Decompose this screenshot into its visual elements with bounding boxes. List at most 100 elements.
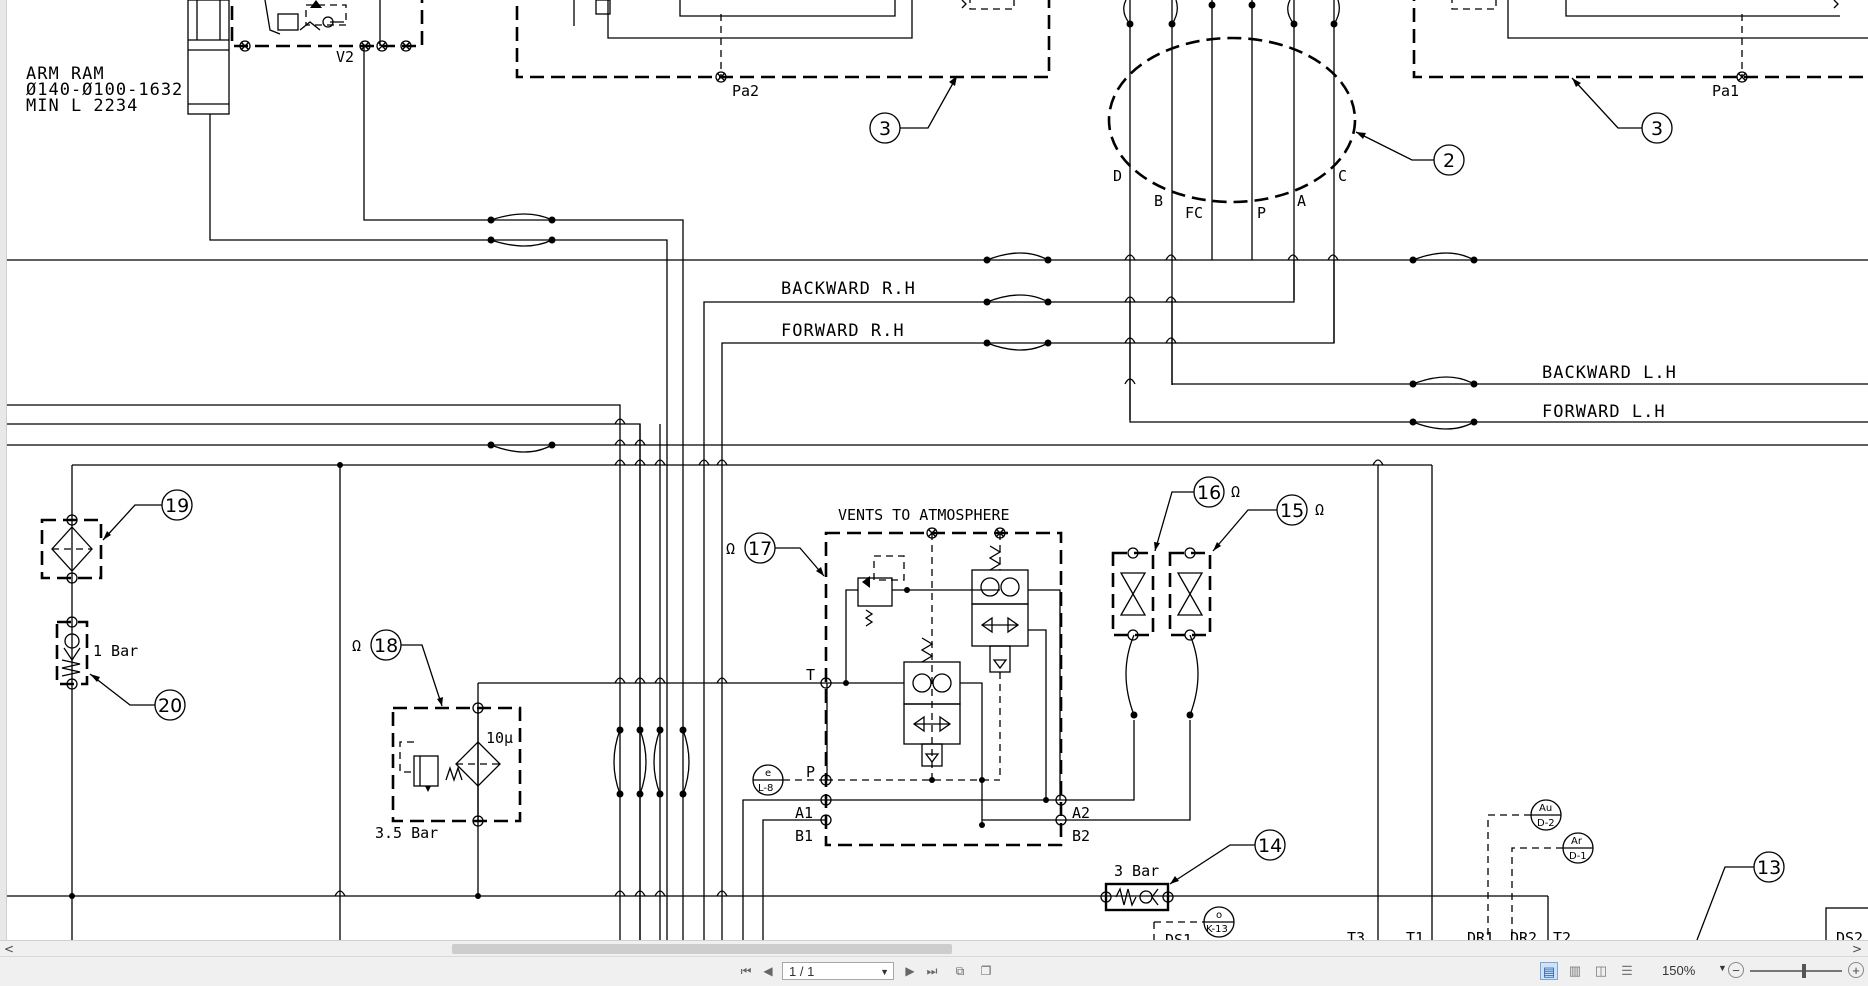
single-page-view-icon[interactable]: ▤ [1540,962,1558,980]
zoom-slider-thumb[interactable] [1802,964,1806,978]
svg-text:16: 16 [1197,482,1221,504]
copy-view-icon[interactable]: ❐ [980,964,992,978]
filter-3-5bar-label: 3.5 Bar [375,824,438,842]
check-valve-20 [55,616,89,690]
svg-text:Ω: Ω [1231,483,1240,501]
port-b2-label: B2 [1072,827,1090,845]
port-a1-label: A1 [795,804,813,822]
ref-d2: Au D-2 [1487,799,1562,940]
valve-enclosure-pa2 [515,0,1051,79]
zoom-out-icon[interactable]: − [1728,962,1744,978]
rotary-joint [1107,0,1357,420]
svg-text:15: 15 [1280,500,1304,522]
callout-15: 15 Ω [1212,494,1324,552]
svg-text:18: 18 [374,635,398,657]
callout-3-left: 3 [869,75,958,144]
svg-text:20: 20 [158,695,182,717]
top-left-valve-block [230,0,424,48]
t3-label: T3 [1347,929,1365,940]
horizontal-scrollbar[interactable]: < > [0,940,1868,957]
svg-text:L-8: L-8 [758,783,773,794]
svg-text:D-1: D-1 [1569,851,1587,862]
ds1-label: DS1 [1165,931,1192,940]
zoom-dropdown-icon[interactable]: ▼ [1718,963,1727,973]
port-c-label: C [1338,167,1347,185]
svg-text:K-13: K-13 [1206,924,1228,935]
svg-text:14: 14 [1258,835,1282,857]
vents-label: VENTS TO ATMOSPHERE [838,506,1010,524]
arm-ram-length: MIN L 2234 [26,96,138,116]
svg-text:3: 3 [879,118,891,140]
pa1-label: Pa1 [1712,82,1739,100]
callout-19: 19 [102,489,193,541]
callout-16: 16 Ω [1154,476,1240,552]
shuttle-valve-16 [1111,547,1155,641]
vertical-scroll-strip[interactable] [0,0,7,940]
ref-d1: Ar D-1 [1511,832,1594,940]
callout-17: 17 Ω [726,532,825,577]
callout-13: 13 [1696,851,1785,940]
page-selector[interactable]: 1 / 1 ▼ [782,962,894,980]
svg-text:Ω: Ω [1315,501,1324,519]
zoom-slider[interactable] [1750,970,1842,972]
forward-lh-label: FORWARD L.H [1542,402,1666,422]
backward-rh-label: BACKWARD R.H [781,279,916,299]
backward-lh-label: BACKWARD L.H [1542,363,1677,383]
zoom-level[interactable]: 150% [1662,963,1696,978]
port-b-label: B [1154,192,1163,210]
callout-2: 2 [1355,131,1465,176]
v2-label: V2 [336,48,354,66]
control-valve-17 [820,527,1067,847]
scroll-left-button[interactable]: < [4,942,15,956]
pa2-label: Pa2 [732,82,759,100]
partial-box-right [1825,907,1868,940]
port-p2-label: P [806,763,815,781]
filter-19 [40,514,103,584]
forward-rh-label: FORWARD R.H [781,321,905,341]
next-page-icon[interactable]: ▶ [905,964,915,978]
first-page-icon[interactable]: ⏮ [740,964,752,978]
scroll-right-button[interactable]: > [1851,942,1862,956]
dr1-label: DR1 [1467,929,1494,940]
check-1bar-label: 1 Bar [93,642,138,660]
check-valve-14 [1100,882,1174,912]
two-page-view-icon[interactable]: ◫ [1594,963,1608,978]
port-d-label: D [1113,167,1122,185]
svg-text:19: 19 [165,495,189,517]
arm-ram-label: ARM RAM [26,64,105,84]
valve-enclosure-pa1 [1412,0,1868,79]
t2-label: T2 [1553,929,1571,940]
svg-text:Au: Au [1539,803,1552,814]
svg-text:Ω: Ω [726,540,735,558]
check-3bar-label: 3 Bar [1114,862,1159,880]
callout-14: 14 [1169,829,1286,885]
port-t-label: T [806,666,815,684]
document-viewport[interactable]: ARM RAM Ø140-Ø100-1632 MIN L 2234 V2 Pa2 [0,0,1868,940]
shuttle-valve-15 [1168,547,1212,641]
svg-text:o: o [1216,910,1222,921]
port-a2-label: A2 [1072,804,1090,822]
port-fc-label: FC [1185,204,1203,222]
svg-text:D-2: D-2 [1537,818,1555,829]
page-indicator: 1 / 1 [789,964,815,979]
callout-18: 18 Ω [352,629,443,707]
ref-l8: e L-8 [752,764,826,796]
rotate-view-icon[interactable]: ⧉ [955,964,965,978]
dr2-label: DR2 [1510,929,1537,940]
zoom-in-icon[interactable]: + [1848,962,1864,978]
last-page-icon[interactable]: ⏭ [926,964,938,978]
two-page-continuous-view-icon[interactable]: ☰ [1621,963,1633,978]
pipe-network [6,46,1868,940]
return-filter-18 [391,702,522,827]
previous-page-icon[interactable]: ◀ [763,964,773,978]
ref-k13: o K-13 [1153,906,1235,940]
viewer-status-bar: ⏮ ◀ 1 / 1 ▼ ▶ ⏭ ⧉ ❐ ▤ ▥ ◫ ☰ 150% ▼ − + [0,956,1868,986]
scrollbar-thumb[interactable] [452,944,952,954]
svg-text:e: e [765,768,771,779]
ds2-label: DS2 [1836,929,1863,940]
port-p-label: P [1257,204,1266,222]
crossovers [334,213,1478,897]
hydraulic-schematic: ARM RAM Ø140-Ø100-1632 MIN L 2234 V2 Pa2 [6,0,1868,940]
continuous-view-icon[interactable]: ▥ [1568,963,1582,978]
arm-ram-size: Ø140-Ø100-1632 [26,80,183,100]
